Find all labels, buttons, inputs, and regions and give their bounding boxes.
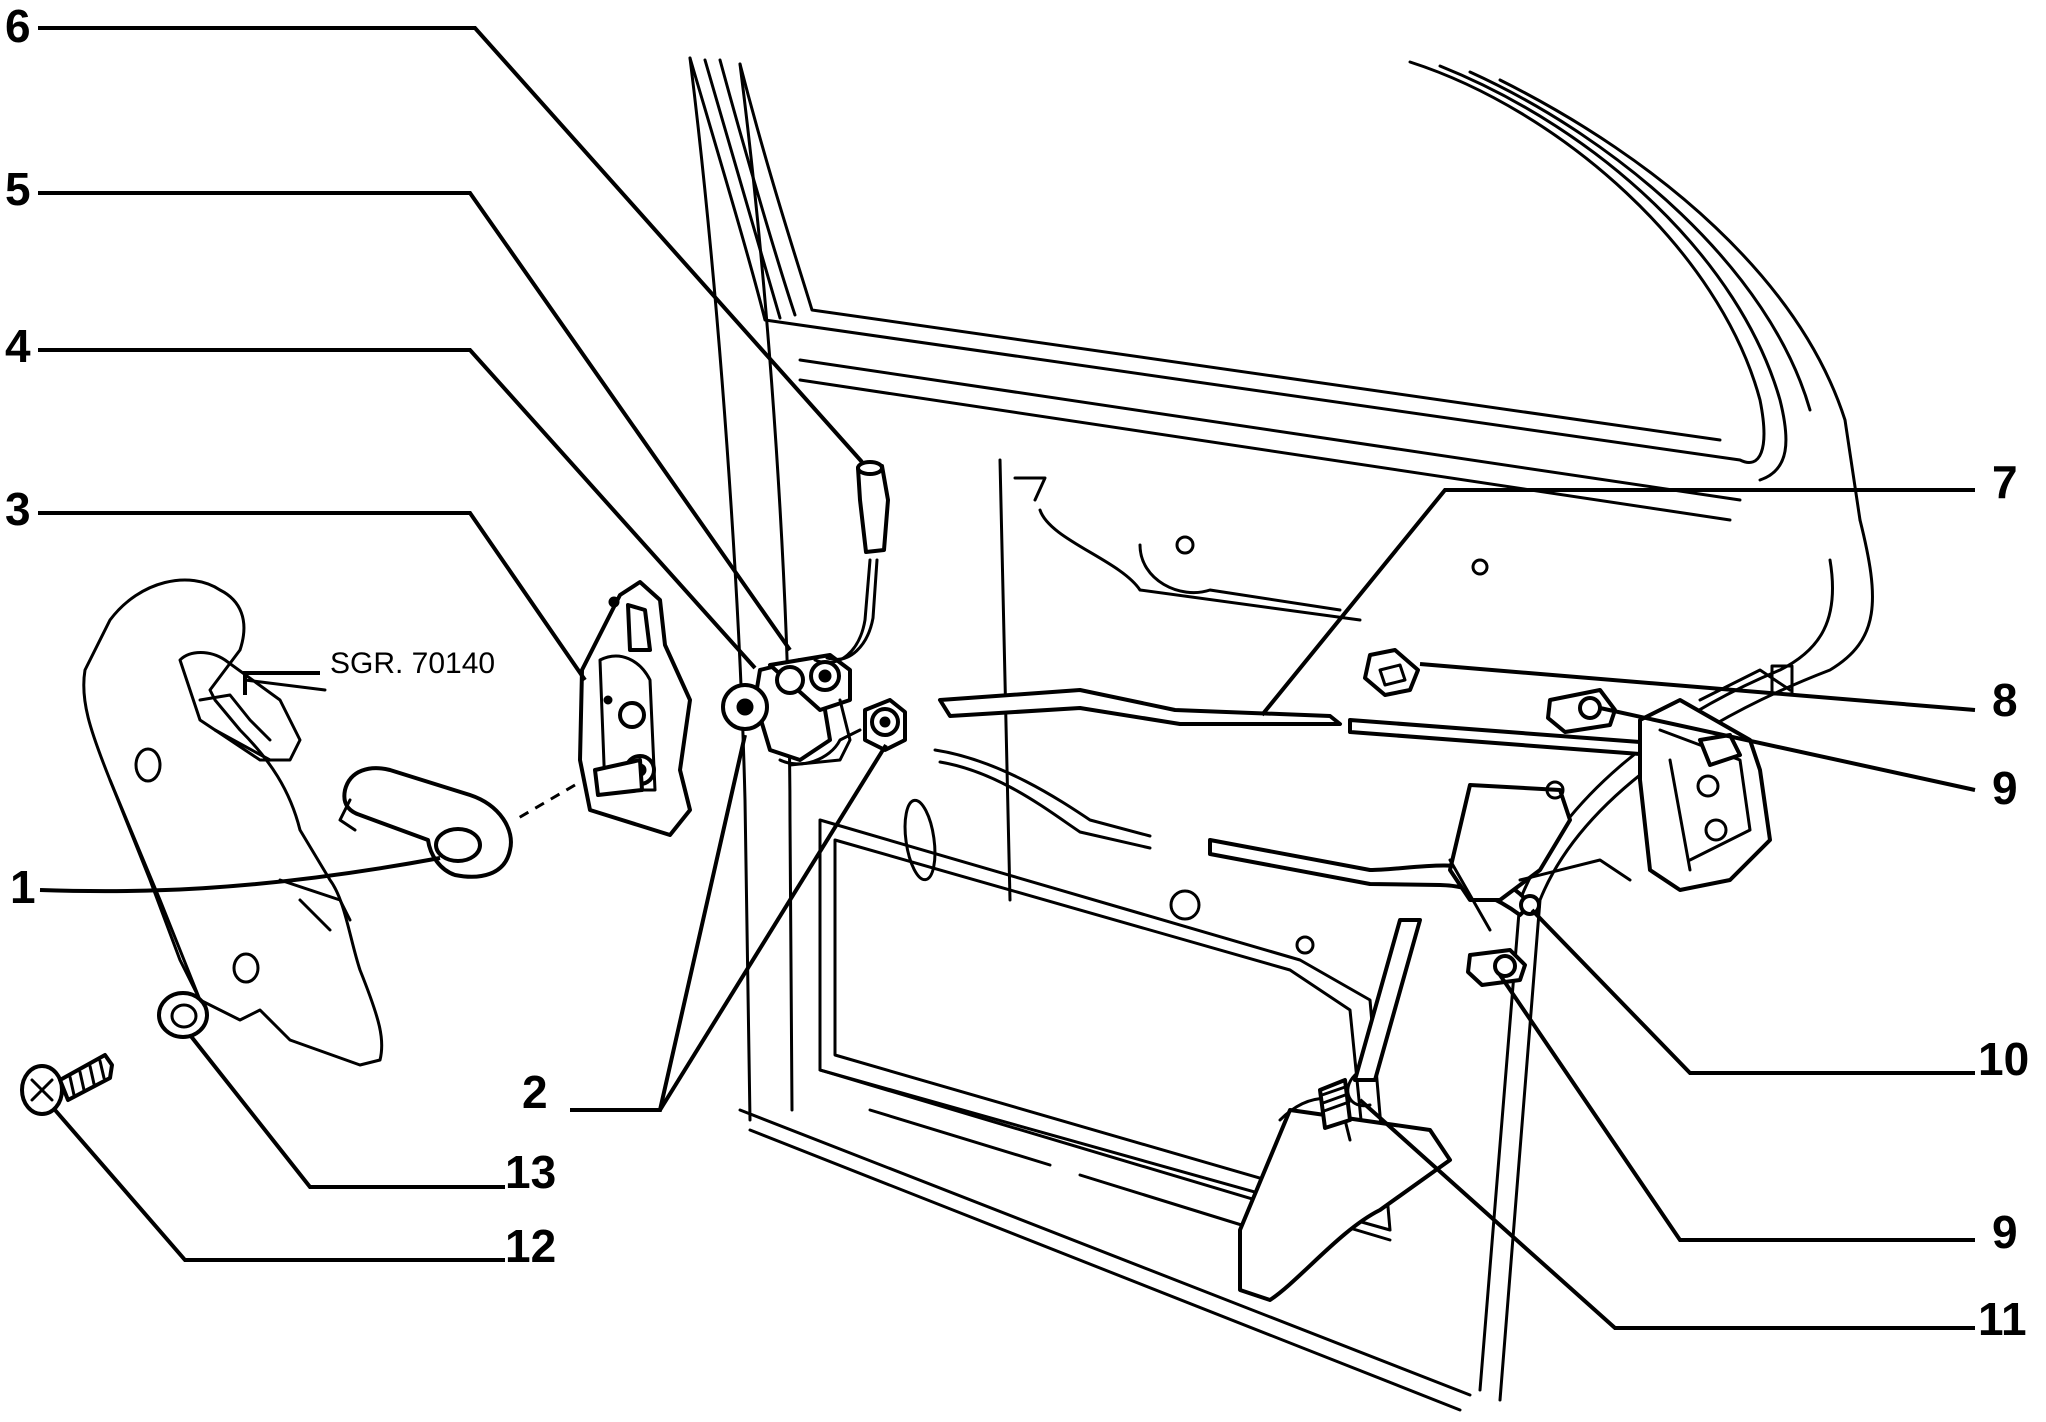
callout-7: 7 xyxy=(1992,456,2018,508)
door-lock-mechanism xyxy=(1638,668,1792,892)
linkage-lever-plate xyxy=(1448,780,1632,932)
callout-3: 3 xyxy=(5,483,31,535)
sgr-reference: SGR. 70140 xyxy=(330,647,495,680)
callout-6: 6 xyxy=(5,0,31,52)
washer xyxy=(157,991,209,1039)
callout-5: 5 xyxy=(5,163,31,215)
linkage-rods xyxy=(933,688,1642,1108)
callout-labels: 6 5 4 3 1 2 13 12 7 8 9 10 9 11 SGR. 701… xyxy=(5,0,2029,1345)
handle-lever xyxy=(338,766,513,879)
leader-lines xyxy=(38,26,1976,1330)
callout-1: 1 xyxy=(10,861,36,913)
screw xyxy=(20,1053,114,1116)
inside-lock-plate xyxy=(514,580,692,837)
clip-8 xyxy=(1363,648,1420,697)
window-motor xyxy=(1238,1078,1452,1302)
clip-9-lower xyxy=(1466,948,1527,987)
callout-8: 8 xyxy=(1992,674,2018,726)
callout-12: 12 xyxy=(505,1220,556,1272)
callout-4: 4 xyxy=(5,320,31,372)
trim-panel xyxy=(82,578,384,1067)
callout-10: 10 xyxy=(1978,1033,2029,1085)
callout-11: 11 xyxy=(1978,1293,2027,1345)
callout-13: 13 xyxy=(505,1146,556,1198)
callout-9-upper: 9 xyxy=(1992,762,2018,814)
callout-9-lower: 9 xyxy=(1992,1206,2018,1258)
inside-handle-linkage xyxy=(721,460,907,767)
callout-2: 2 xyxy=(522,1066,548,1118)
clip-10 xyxy=(1519,894,1541,916)
